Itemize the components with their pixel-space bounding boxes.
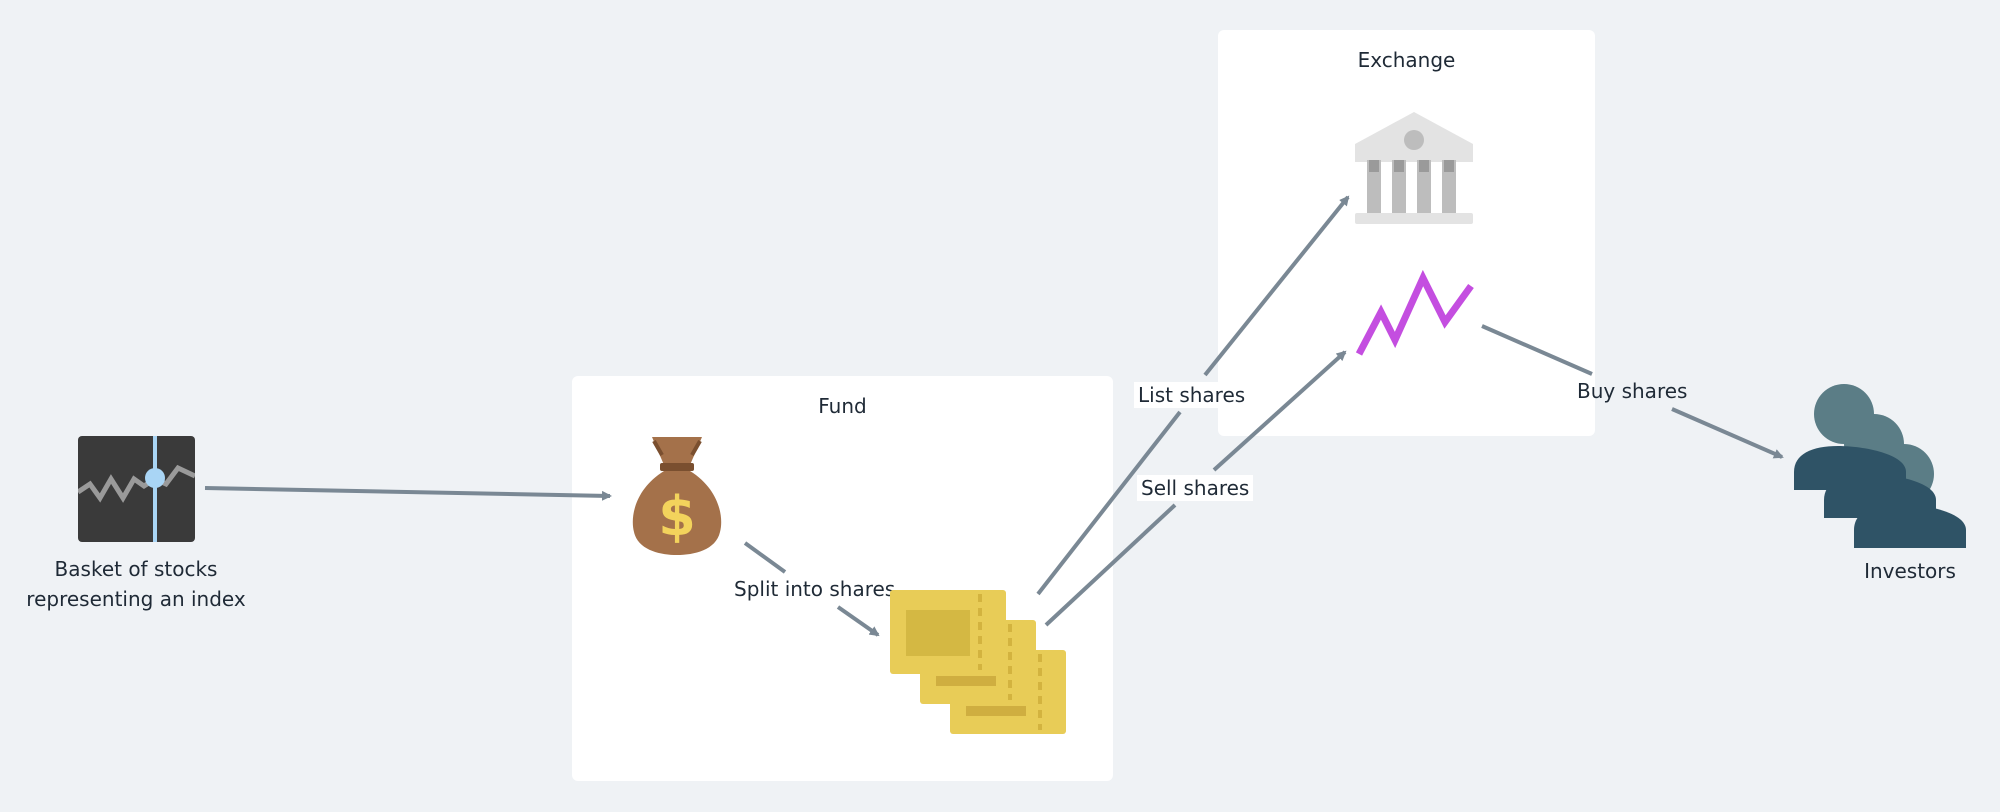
money-bag-icon: $: [632, 437, 722, 555]
edge-sell-b: [1212, 350, 1347, 472]
exchange-group-title: Exchange: [1357, 48, 1456, 72]
stock-chart-icon: [78, 436, 195, 542]
edge-split-a: [743, 541, 787, 574]
investors-label: Investors: [1864, 559, 1956, 583]
bank-building-icon: [1355, 112, 1473, 224]
edge-index-to-money: [204, 486, 612, 501]
index-label-line1: Basket of stocks: [54, 557, 218, 581]
svg-text:$: $: [658, 485, 696, 548]
edge-split-b: [836, 605, 880, 637]
edge-label-buy: Buy shares: [1577, 379, 1688, 403]
edge-buy-a: [1481, 324, 1593, 376]
index-label-line2: representing an index: [26, 587, 246, 611]
edge-label-sell: Sell shares: [1137, 475, 1254, 501]
share-tickets-icon: [890, 590, 1066, 734]
exchange-group: Exchange: [1218, 30, 1595, 436]
edge-list-b: [1203, 195, 1350, 377]
edge-label-split: Split into shares: [730, 576, 900, 602]
edge-list-a: [1036, 410, 1182, 596]
people-group-icon: [1794, 384, 1966, 548]
price-ticker-icon: [1355, 270, 1474, 356]
edge-sell-a: [1044, 503, 1177, 627]
index-label: Basket of stocks representing an index: [8, 554, 264, 614]
edge-label-list: List shares: [1134, 382, 1250, 408]
edge-buy-b: [1671, 407, 1784, 459]
fund-group-title: Fund: [818, 394, 867, 418]
